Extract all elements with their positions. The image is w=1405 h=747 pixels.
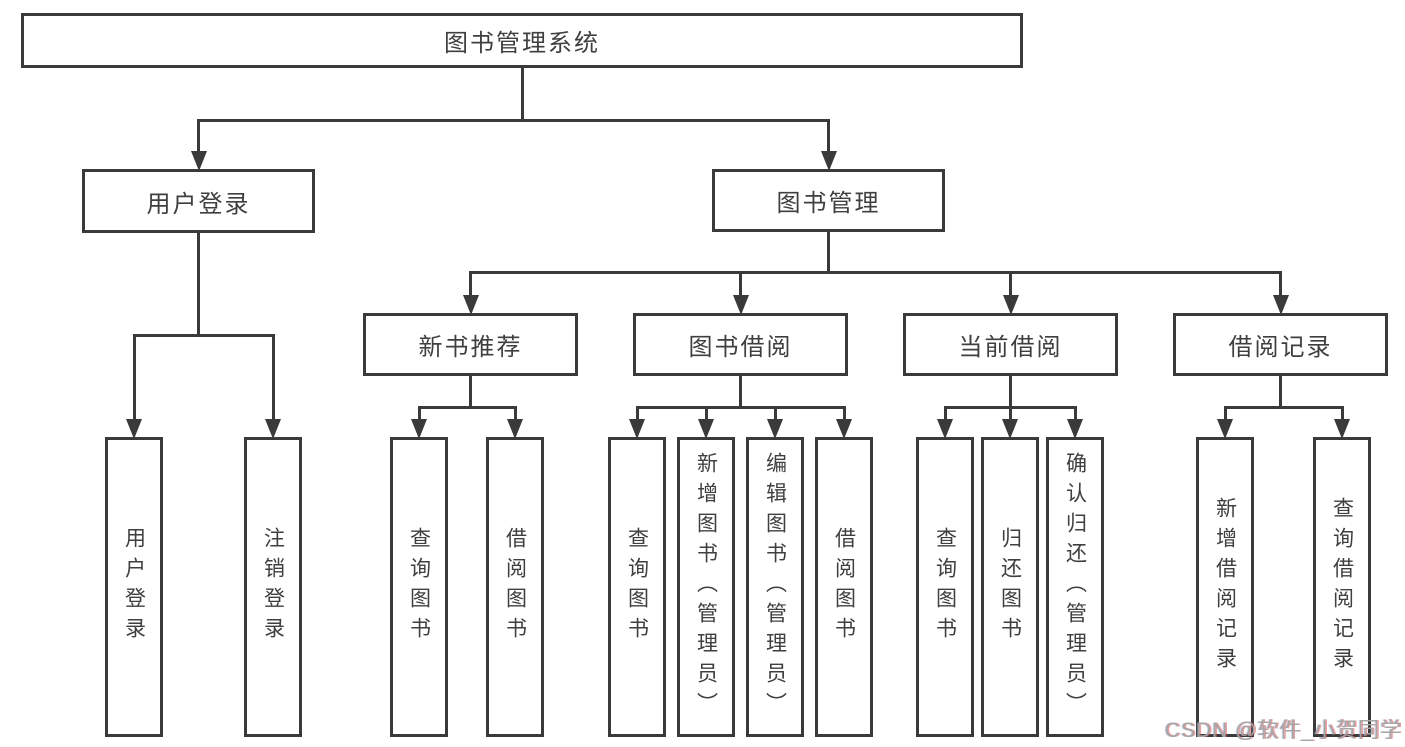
connector-v-line [1279, 376, 1282, 407]
arrowhead-down [1334, 419, 1350, 439]
connector-v-line [197, 233, 200, 335]
node-user-login: 用户登录 [82, 169, 315, 233]
connector-v-line [1279, 272, 1282, 297]
arrowhead-down [507, 419, 523, 439]
connector-v-line [271, 335, 275, 421]
arrowhead-down [937, 419, 953, 439]
node-current-borrowing: 当前借阅 [903, 313, 1118, 376]
node-leaf-add-borrow-record: 新增借阅记录 [1196, 437, 1254, 737]
connector-v-line [1009, 272, 1012, 297]
node-book-borrowing: 图书借阅 [633, 313, 848, 376]
arrowhead-down [1067, 419, 1083, 439]
connector-h-line [132, 333, 275, 337]
arrowhead-down [836, 419, 852, 439]
node-leaf-user-login: 用户登录 [105, 437, 163, 737]
arrowhead-down [1002, 419, 1018, 439]
arrowhead-down [1272, 295, 1289, 315]
connector-v-line [1223, 407, 1227, 421]
arrowhead-down [732, 295, 749, 315]
connector-v-line [1340, 407, 1344, 421]
arrowhead-down [1002, 295, 1019, 315]
node-leaf-logout: 注销登录 [244, 437, 302, 737]
connector-v-line [943, 407, 947, 421]
connector-v-line [635, 407, 639, 421]
node-book-management: 图书管理 [712, 169, 945, 232]
node-leaf-query-books-recommend: 查询图书 [390, 437, 448, 737]
connector-v-line [739, 376, 742, 407]
node-leaf-edit-books-admin: 编辑图书（管理员） [746, 437, 804, 737]
node-leaf-add-books-admin: 新增图书（管理员） [677, 437, 735, 737]
node-leaf-borrow-books-recommend: 借阅图书 [486, 437, 544, 737]
connector-v-line [197, 120, 200, 153]
connector-h-line [469, 270, 1282, 274]
connector-v-line [773, 407, 777, 421]
connector-v-line [1008, 407, 1012, 421]
connector-h-line [635, 405, 846, 409]
connector-v-line [827, 120, 830, 153]
node-new-book-recommend: 新书推荐 [363, 313, 578, 376]
connector-v-line [1073, 407, 1077, 421]
node-leaf-confirm-return-admin: 确认归还（管理员） [1046, 437, 1104, 737]
connector-v-line [739, 272, 742, 297]
node-leaf-return-books: 归还图书 [981, 437, 1039, 737]
connector-v-line [827, 232, 830, 272]
arrowhead-down [190, 151, 207, 171]
connector-v-line [842, 407, 846, 421]
arrowhead-down [1217, 419, 1233, 439]
node-leaf-borrow-books: 借阅图书 [815, 437, 873, 737]
arrowhead-down [629, 419, 645, 439]
arrowhead-down [820, 151, 837, 171]
connector-v-line [513, 407, 517, 421]
connector-h-line [1223, 405, 1344, 409]
connector-v-line [1009, 376, 1012, 407]
node-leaf-query-books-borrowing: 查询图书 [608, 437, 666, 737]
node-leaf-query-borrow-record: 查询借阅记录 [1313, 437, 1371, 737]
connector-v-line [417, 407, 421, 421]
arrowhead-down [767, 419, 783, 439]
arrowhead-down [462, 295, 479, 315]
connector-v-line [704, 407, 708, 421]
connector-h-line [417, 405, 517, 409]
arrowhead-down [126, 419, 142, 439]
connector-v-line [469, 272, 472, 297]
node-borrowing-records: 借阅记录 [1173, 313, 1388, 376]
connector-v-line [132, 335, 136, 421]
node-library-management-system: 图书管理系统 [21, 13, 1023, 68]
arrowhead-down [265, 419, 281, 439]
arrowhead-down [411, 419, 427, 439]
connector-h-line [197, 118, 830, 122]
connector-v-line [520, 68, 524, 120]
arrowhead-down [698, 419, 714, 439]
connector-v-line [469, 376, 472, 407]
node-leaf-query-books-current: 查询图书 [916, 437, 974, 737]
csdn-watermark: CSDN @软件_小贺同学 [1164, 719, 1402, 742]
